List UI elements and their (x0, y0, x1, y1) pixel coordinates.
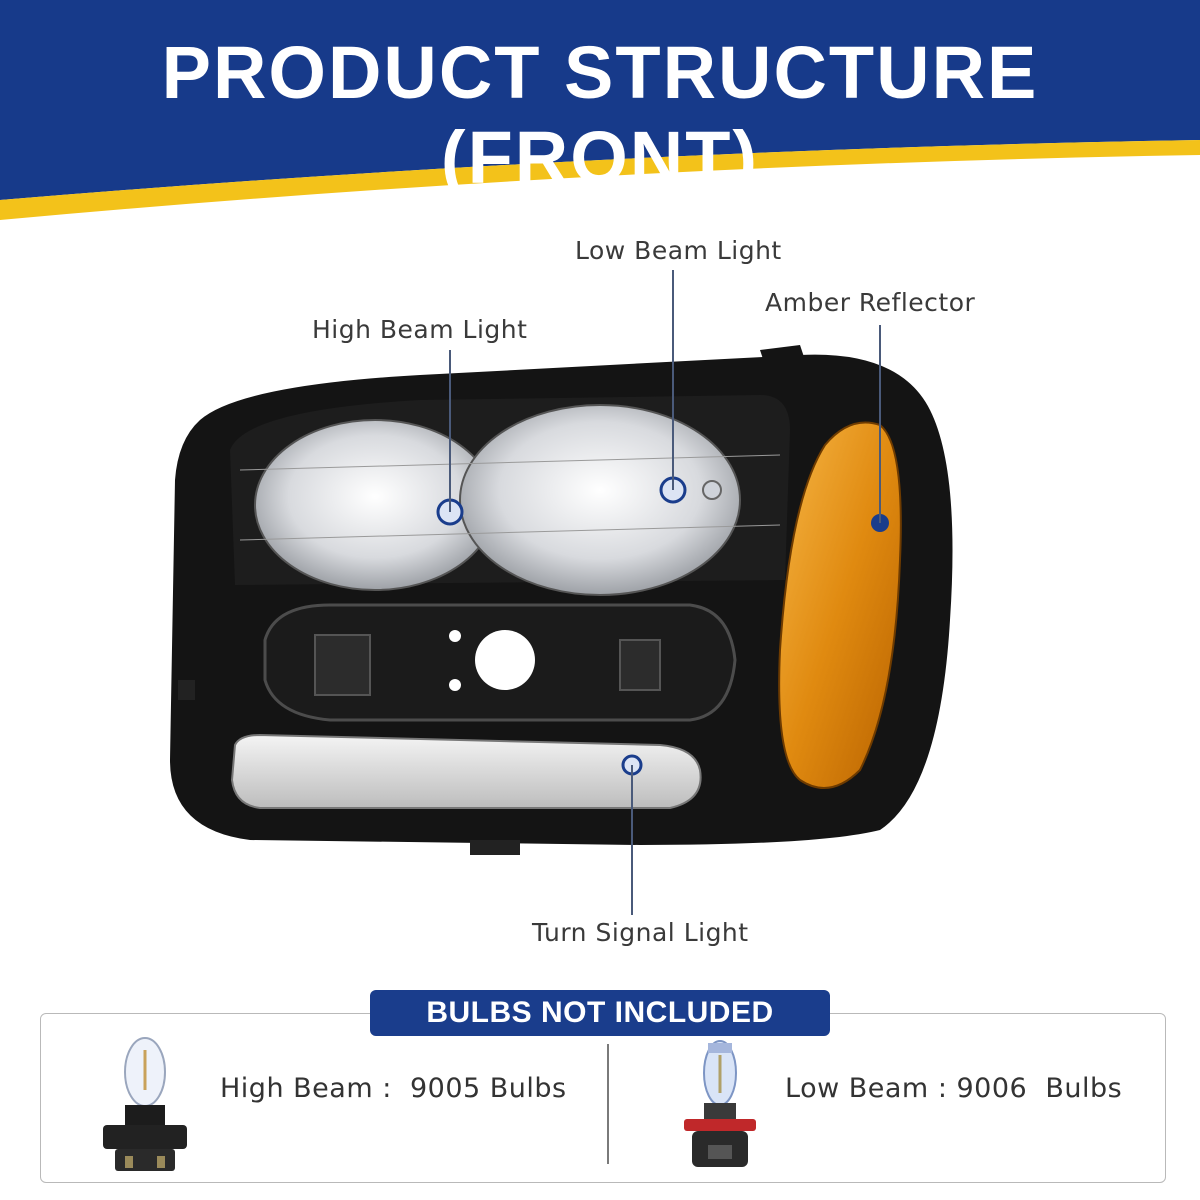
high-beam-bulb-text: High Beam : 9005 Bulbs (220, 1073, 567, 1104)
low-beam-reflector (460, 405, 740, 595)
upper-lens (230, 395, 790, 596)
page-title: PRODUCT STRUCTURE (FRONT) (161, 31, 1039, 199)
high-beam-label: High Beam Light (312, 315, 528, 344)
bulb-9005-icon (103, 1037, 187, 1171)
turn-signal-lens (230, 733, 702, 809)
low-beam-label: Low Beam Light (575, 236, 782, 265)
header-banner (0, 0, 1200, 220)
middle-bay (263, 603, 737, 722)
amber-reflector-lens (778, 421, 902, 789)
low-beam-bulb-text: Low Beam : 9006 Bulbs (785, 1073, 1123, 1104)
panel-divider (607, 1044, 609, 1164)
turn-signal-label: Turn Signal Light (532, 918, 749, 947)
bulb-9006-icon (684, 1040, 756, 1167)
high-beam-reflector (255, 420, 495, 590)
bulbs-not-included-badge: BULBS NOT INCLUDED (370, 990, 830, 1036)
amber-reflector-label: Amber Reflector (765, 288, 976, 317)
